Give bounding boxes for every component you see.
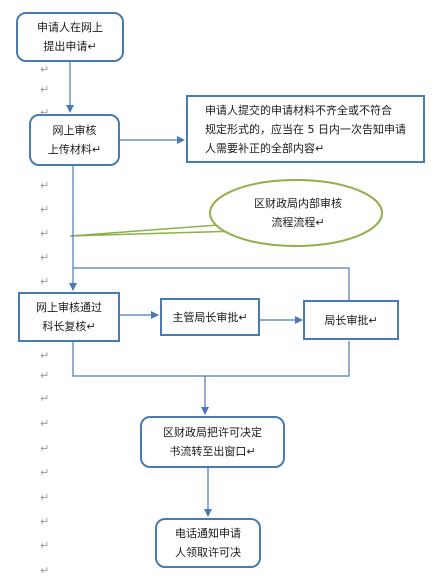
node-incomplete-note-line-1: 申请人提交的申请材料不齐全或不符合 — [205, 103, 392, 117]
node-online-review-line-2: 上传材料↵ — [47, 143, 102, 156]
internal-process-line-2: 流程流程↵ — [271, 216, 325, 229]
node-decision-transfer: 区财政局把许可决定 书流转至出窗口↵ — [140, 416, 285, 468]
paragraph-mark: ↵ — [40, 349, 50, 362]
node-apply-online: 申请人在网上 提出申请↵ — [16, 12, 124, 62]
paragraph-mark: ↵ — [40, 417, 50, 430]
node-decision-transfer-line-2: 书流转至出窗口↵ — [169, 445, 256, 458]
paragraph-mark: ↵ — [40, 392, 50, 405]
internal-process-text: 区财政局内部审核 流程流程↵ — [236, 194, 360, 232]
node-apply-online-line-1: 申请人在网上 — [37, 21, 103, 34]
paragraph-mark: ↵ — [40, 227, 50, 240]
bubble-pointer-cover — [225, 221, 241, 233]
node-incomplete-note-line-2: 规定形式的，应当在 5 日内一次告知申请 — [205, 122, 406, 136]
node-section-review: 网上审核通过 科长复核↵ — [18, 292, 120, 342]
node-director-approval-line-1: 局长审批↵ — [324, 313, 378, 327]
paragraph-mark: ↵ — [40, 491, 50, 504]
paragraph-mark: ↵ — [40, 63, 50, 76]
node-online-review: 网上审核 上传材料↵ — [29, 114, 120, 166]
node-incomplete-note: 申请人提交的申请材料不齐全或不符合 规定形式的，应当在 5 日内一次告知申请 人… — [186, 95, 425, 163]
node-deputy-approval: 主管局长审批↵ — [160, 298, 260, 336]
paragraph-mark: ↵ — [40, 275, 50, 288]
paragraph-mark: ↵ — [40, 564, 50, 577]
paragraph-mark: ↵ — [40, 251, 50, 264]
bubble-pointer — [69, 223, 240, 237]
node-deputy-approval-line-1: 主管局长审批↵ — [172, 310, 248, 324]
paragraph-mark: ↵ — [40, 83, 50, 96]
node-phone-notify: 电话通知申请 人领取许可决 — [155, 518, 261, 568]
paragraph-mark: ↵ — [40, 179, 50, 192]
paragraph-mark: ↵ — [40, 442, 50, 455]
loop-bottom-line — [72, 341, 350, 377]
node-incomplete-note-line-3: 人需要补正的全部内容↵ — [205, 141, 325, 155]
paragraph-mark: ↵ — [40, 466, 50, 479]
node-section-review-line-2: 科长复核↵ — [42, 320, 96, 333]
node-section-review-line-1: 网上审核通过 — [36, 301, 102, 314]
paragraph-mark: ↵ — [40, 106, 50, 119]
node-phone-notify-line-1: 电话通知申请 — [175, 527, 241, 540]
paragraph-mark: ↵ — [40, 515, 50, 528]
paragraph-mark: ↵ — [40, 539, 50, 552]
node-director-approval: 局长审批↵ — [303, 300, 399, 340]
node-decision-transfer-line-1: 区财政局把许可决定 — [163, 426, 262, 439]
node-phone-notify-line-2: 人领取许可决 — [175, 546, 241, 559]
paragraph-mark: ↵ — [40, 369, 50, 382]
node-apply-online-line-2: 提出申请↵ — [43, 40, 97, 53]
loop-top-line — [73, 267, 350, 300]
paragraph-mark: ↵ — [40, 203, 50, 216]
node-online-review-line-1: 网上审核 — [52, 124, 97, 137]
internal-process-bubble — [209, 179, 383, 247]
internal-process-line-1: 区财政局内部审核 — [254, 197, 342, 210]
